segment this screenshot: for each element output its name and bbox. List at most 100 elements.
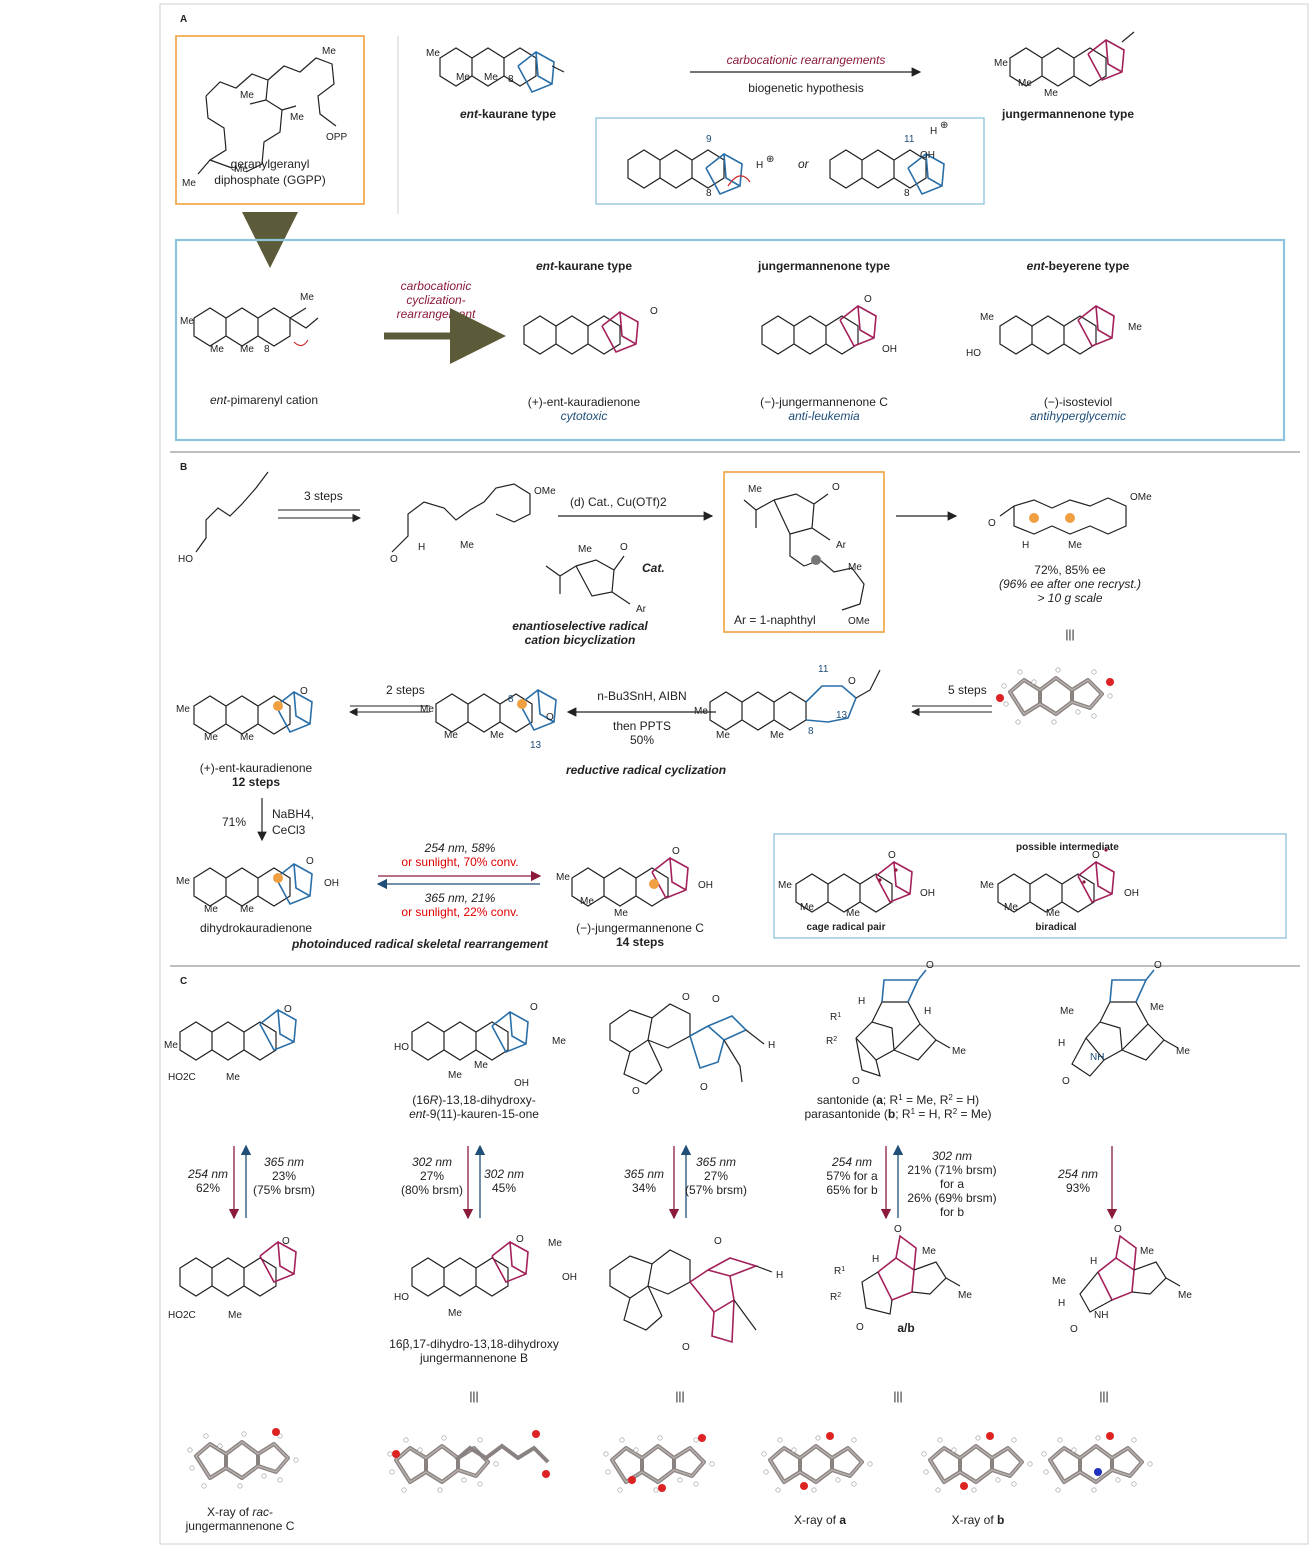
c3-up-2: 27% — [704, 1169, 728, 1183]
nabh4: NaBH4, — [272, 807, 314, 821]
bicycle-ome: OMe — [1130, 492, 1152, 503]
ggpp-me-3: Me — [290, 112, 304, 123]
ggpp-me-2: Me — [240, 90, 254, 101]
cyclization-box — [174, 238, 1286, 442]
cecl3: CeCl3 — [272, 823, 306, 837]
c4-xray-label: X-ray of a — [794, 1513, 846, 1527]
c2-up-1: 302 nm — [484, 1167, 524, 1181]
product-2-activity: anti-leukemia — [788, 409, 860, 423]
c1-bottom-structure — [179, 1241, 297, 1297]
kaur-me-2: Me — [204, 732, 218, 743]
c5-xray-label: X-ray of b — [952, 1513, 1005, 1527]
c2-bottom-me-1: Me — [448, 1308, 462, 1319]
cyclization-1: carbocationic — [401, 279, 472, 293]
c4-o-2: O — [852, 1076, 860, 1087]
c4-top-name-1: santonide (a; R1 = Me, R2 = H) — [817, 1093, 979, 1108]
transition-state-box — [723, 471, 885, 633]
ggpp-label-1: geranylgeranyl — [231, 157, 310, 171]
aldehyde-ome: OMe — [534, 486, 556, 497]
bicycle-product-structure — [999, 497, 1127, 535]
radical-then: then PPTS — [613, 719, 671, 733]
c2-oh: OH — [514, 1078, 529, 1089]
c3-top-structure — [609, 1003, 765, 1085]
panel-label-c: C — [180, 976, 187, 987]
c4-o-1: O — [926, 960, 934, 971]
ggpp-opp: OPP — [326, 132, 347, 143]
c4-xray-b — [919, 1432, 1035, 1495]
c5-me-1: Me — [1060, 1006, 1074, 1017]
hypo-hplus-left: H — [756, 160, 763, 171]
cat-o: O — [620, 542, 628, 553]
c3-h: H — [768, 1040, 775, 1051]
c2-down-3: (80% brsm) — [401, 1183, 463, 1197]
c3-up-1: 365 nm — [696, 1155, 736, 1169]
radical-reagents: n-Bu3SnH, AIBN — [597, 689, 686, 703]
junger-c-structure — [571, 857, 689, 907]
ent-kaurane-structure — [439, 47, 565, 93]
c3-bottom-o-2: O — [682, 1342, 690, 1353]
c2-bottom-oh: OH — [562, 1272, 577, 1283]
product-3-name: (−)-isosteviol — [1044, 395, 1112, 409]
back-1: 365 nm, 21% — [425, 891, 496, 905]
pim-me-3: Me — [240, 344, 254, 355]
c5-o-2: O — [1062, 1076, 1070, 1087]
c2-me-3: Me — [552, 1036, 566, 1047]
c3-equal: ||| — [675, 1389, 684, 1403]
intermediate-box — [773, 833, 1287, 939]
ts-ome: OMe — [848, 616, 870, 627]
c3-o-4: O — [700, 1082, 708, 1093]
dihydro-me-3: Me — [240, 904, 254, 915]
product-1-type: ent-kaurane type — [536, 259, 632, 273]
c4-r1: R1 — [830, 1012, 841, 1024]
junger-c-me-2: Me — [580, 896, 594, 907]
c5-bottom-h2: H — [1058, 1298, 1065, 1309]
c2-me-1: Me — [448, 1070, 462, 1081]
product-3-type: ent-beyerene type — [1027, 259, 1130, 273]
radical-me-1: Me — [420, 704, 434, 715]
c4-h-2: H — [924, 1006, 931, 1017]
back-2: or sunlight, 22% conv. — [401, 905, 518, 919]
c3-xray — [601, 1433, 717, 1495]
c2-bottom-name-2: jungermannenone B — [419, 1351, 528, 1365]
product-2-type: jungermannenone type — [757, 259, 890, 273]
c1-me-1: Me — [164, 1040, 178, 1051]
aldehyde-me: Me — [460, 540, 474, 551]
c1-up-2: 23% — [272, 1169, 296, 1183]
c1-down-2: 62% — [196, 1181, 220, 1195]
steps-3: 3 steps — [304, 489, 343, 503]
c1-bottom-o: O — [282, 1236, 290, 1247]
junger-c-o: O — [672, 846, 680, 857]
c2-xray — [385, 1430, 550, 1495]
junger-type-me-3: Me — [1044, 88, 1058, 99]
c3-up-3: (57% brsm) — [685, 1183, 747, 1197]
hypothesis-structure-left — [627, 149, 751, 195]
enone-o: O — [848, 676, 856, 687]
pim-num-8: 8 — [264, 344, 270, 355]
c2-bottom-name-1: 16β,17-dihydro-13,18-dihydroxy — [389, 1337, 559, 1351]
steps-2: 2 steps — [386, 683, 425, 697]
c4-equal: ||| — [893, 1389, 902, 1403]
product-2-structure — [761, 305, 877, 355]
c2-me-2: Me — [474, 1060, 488, 1071]
c5-o-1: O — [1154, 960, 1162, 971]
c4-bottom-me-2: Me — [958, 1290, 972, 1301]
cat-me: Me — [578, 544, 592, 555]
ggpp-box — [175, 35, 365, 205]
c4-top-name-2: parasantonide (b; R1 = H, R2 = Me) — [804, 1107, 991, 1122]
enantio-2: cation bicyclization — [525, 633, 636, 647]
c3-o-1: O — [682, 992, 690, 1003]
arrow-bottom-label: biogenetic hypothesis — [748, 81, 863, 95]
c5-bottom-me-1: Me — [1140, 1246, 1154, 1257]
radical-num-8: 8 — [508, 694, 514, 705]
c3-bottom-o-1: O — [714, 1236, 722, 1247]
c5-bottom-me-2: Me — [1178, 1290, 1192, 1301]
c4-down-3: 65% for b — [826, 1183, 878, 1197]
yield-71: 71% — [222, 815, 246, 829]
enantio-1: enantioselective radical — [512, 619, 648, 633]
c2-top-name-1: (16R)-13,18-dihydroxy- — [412, 1093, 535, 1107]
alkynol-ho: HO — [178, 554, 193, 565]
product-3-activity: antihyperglycemic — [1030, 409, 1126, 423]
steps-14: 14 steps — [616, 935, 664, 949]
ts-me-2: Me — [848, 562, 862, 573]
steps-12: 12 steps — [232, 775, 280, 789]
